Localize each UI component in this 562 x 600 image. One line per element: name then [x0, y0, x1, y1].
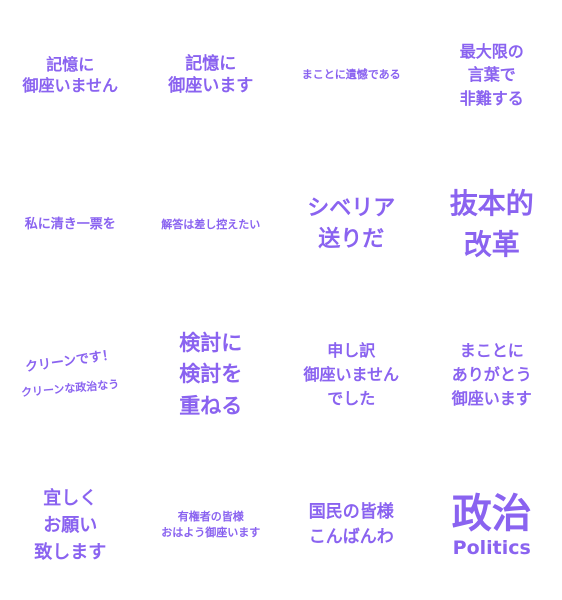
sticker-line: 記憶に: [185, 53, 237, 74]
sticker-cell[interactable]: クリーンです！ クリーンな政治なう: [0, 300, 141, 450]
sticker-line: 送りだ: [318, 227, 385, 252]
sticker-cell[interactable]: 私に清き一票を: [0, 150, 141, 300]
sticker-line: 重ねる: [179, 393, 243, 418]
sticker-line: 申し訳: [327, 341, 376, 360]
sticker-line: 抜本的: [449, 187, 534, 221]
sticker-line: ありがとう: [451, 365, 532, 384]
sticker-line: 国民の皆様: [308, 501, 394, 522]
sticker-text: 最大限の 言葉で 非難する: [460, 40, 524, 110]
sticker-cell[interactable]: シベリア 送りだ: [281, 150, 422, 300]
sticker-text: クリーンです！ クリーンな政治なう: [21, 348, 120, 400]
sticker-text: シベリア 送りだ: [307, 194, 395, 256]
sticker-text: 解答は差し控えたい: [161, 218, 260, 233]
sticker-line: 有権者の皆様: [177, 510, 244, 524]
sticker-line: 御座いません: [22, 76, 119, 95]
sticker-line: 解答は差し控えたい: [161, 217, 261, 231]
sticker-text: 宜しく お願い 致します: [34, 485, 106, 566]
sticker-line: こんばんわ: [308, 527, 394, 547]
sticker-text: 抜本的 改革: [450, 184, 534, 265]
sticker-cell[interactable]: 国民の皆様 こんばんわ: [281, 450, 422, 600]
sticker-line: でした: [327, 389, 376, 408]
sticker-cell[interactable]: 最大限の 言葉で 非難する: [422, 0, 562, 150]
sticker-cell[interactable]: 有権者の皆様 おはよう御座います: [141, 450, 282, 600]
sticker-line: 宜しく: [43, 487, 98, 509]
sticker-line: 政治: [451, 490, 532, 537]
sticker-text: 有権者の皆様 おはよう御座います: [161, 509, 260, 541]
sticker-line: クリーンな政治なう: [20, 377, 120, 400]
sticker-line: 最大限の: [459, 42, 524, 62]
sticker-line: 検討を: [179, 362, 243, 387]
sticker-line: シベリア: [307, 196, 396, 222]
sticker-text: 申し訳 御座いません でした: [303, 339, 399, 411]
sticker-text: 政治 Politics: [452, 492, 532, 559]
sticker-line: クリーンです！: [24, 347, 116, 376]
sticker-line: お願い: [43, 514, 98, 536]
sticker-line: 御座います: [168, 76, 254, 96]
sticker-line: 記憶に: [46, 54, 95, 74]
sticker-cell[interactable]: まことに ありがとう 御座います: [422, 300, 562, 450]
sticker-text: 検討に 検討を 重ねる: [179, 328, 242, 423]
sticker-line: おはよう御座います: [161, 526, 261, 539]
sticker-line: 非難する: [459, 88, 524, 108]
sticker-line: 私に清き一票を: [24, 217, 116, 233]
sticker-line: 御座いません: [303, 365, 400, 384]
sticker-line: 改革: [463, 228, 520, 261]
sticker-text: まことに遺憾である: [302, 68, 401, 83]
sticker-subtitle: Politics: [452, 536, 531, 559]
sticker-line: まことに遺憾である: [301, 67, 401, 81]
sticker-text: 私に清き一票を: [25, 216, 116, 233]
sticker-cell[interactable]: 検討に 検討を 重ねる: [141, 300, 282, 450]
sticker-line: 検討に: [179, 330, 243, 355]
sticker-text: 記憶に 御座います: [168, 53, 253, 98]
sticker-cell[interactable]: まことに遺憾である: [281, 0, 422, 150]
sticker-cell[interactable]: 宜しく お願い 致します: [0, 450, 141, 600]
sticker-line: 言葉で: [467, 65, 516, 85]
sticker-cell[interactable]: 解答は差し控えたい: [141, 150, 282, 300]
sticker-line: 致します: [34, 541, 107, 563]
sticker-line: 御座います: [451, 389, 532, 408]
sticker-text: 国民の皆様 こんばんわ: [309, 500, 394, 551]
sticker-cell[interactable]: 抜本的 改革: [422, 150, 562, 300]
sticker-cell[interactable]: 記憶に 御座いません: [0, 0, 141, 150]
sticker-text: 記憶に 御座いません: [22, 54, 118, 96]
sticker-cell[interactable]: 申し訳 御座いません でした: [281, 300, 422, 450]
sticker-cell[interactable]: 政治 Politics: [422, 450, 562, 600]
sticker-line: まことに: [459, 341, 524, 360]
sticker-cell[interactable]: 記憶に 御座います: [141, 0, 282, 150]
sticker-text: まことに ありがとう 御座います: [452, 339, 532, 411]
